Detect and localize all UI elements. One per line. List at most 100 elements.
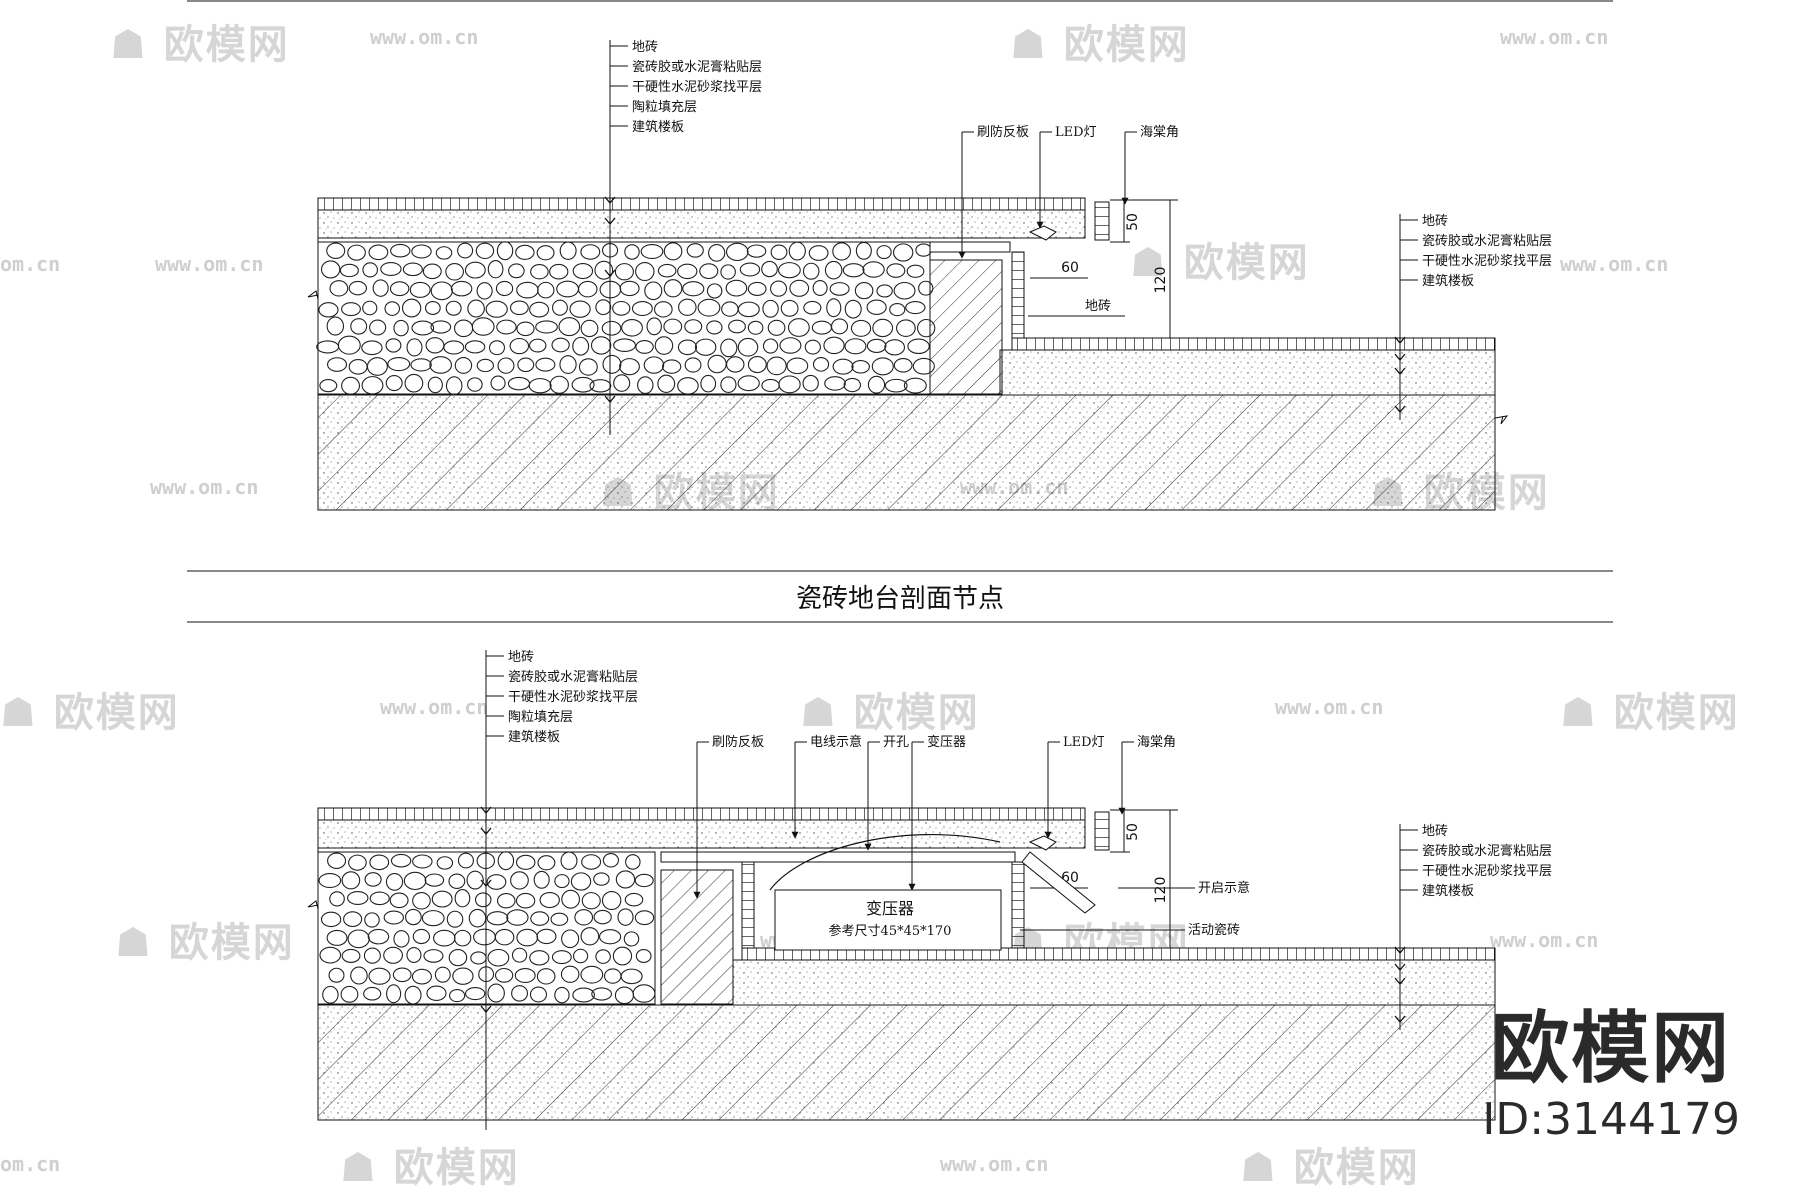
pebble <box>347 891 369 905</box>
pebble <box>537 855 556 871</box>
dim-120: 120 <box>1153 267 1169 294</box>
pebble <box>366 357 388 376</box>
pebble <box>830 318 849 335</box>
pebble <box>393 319 409 337</box>
pebble <box>893 281 916 300</box>
pebble <box>506 909 529 926</box>
pebble <box>475 242 495 260</box>
pebble <box>385 374 403 392</box>
pebble <box>631 300 653 317</box>
pebble <box>678 298 697 316</box>
callout-label: 刷防反板 <box>977 124 1029 140</box>
watermark-url: www.om.cn <box>1490 928 1599 952</box>
layer-marker <box>1394 1015 1406 1024</box>
pebble <box>329 280 349 297</box>
pebble <box>619 280 640 297</box>
watermark-text: ☗ 欧模网 <box>340 1145 520 1191</box>
callout-label: 活动瓷砖 <box>1188 923 1240 938</box>
pebble <box>435 246 453 260</box>
pebble <box>580 927 600 946</box>
pebble <box>404 985 422 1005</box>
pebble <box>602 354 622 374</box>
pebble <box>348 854 367 871</box>
layer-label: 地砖 <box>632 40 658 55</box>
layer-label: 地砖 <box>1422 824 1448 839</box>
pebble <box>494 928 515 946</box>
pebble <box>320 260 341 279</box>
tile-joints <box>1011 337 1496 351</box>
pebble <box>443 340 465 355</box>
pebble <box>511 947 528 963</box>
pebble <box>350 966 368 985</box>
slab-aggregate <box>318 395 1495 510</box>
pebble <box>509 337 530 355</box>
layer-label: 干硬性水泥砂浆找平层 <box>632 80 762 95</box>
pebble <box>411 244 432 259</box>
pebble <box>808 245 829 261</box>
pebble <box>872 318 894 338</box>
pebble <box>497 851 515 871</box>
pebble <box>474 892 492 908</box>
pebble <box>551 299 568 316</box>
pebble <box>614 263 634 281</box>
movable-tile-icon <box>1021 851 1096 914</box>
pebble <box>464 340 486 354</box>
pebble <box>509 300 529 316</box>
pebble <box>598 929 622 945</box>
pebble <box>329 891 345 907</box>
corner-tile <box>1094 811 1110 851</box>
brand-name: 欧模网 <box>1491 1004 1732 1094</box>
watermark-url: www.om.cn <box>380 695 489 719</box>
pebble <box>341 871 361 890</box>
pebble <box>824 260 843 280</box>
pebble <box>907 338 930 355</box>
pebble <box>862 261 885 278</box>
pebble <box>686 243 704 258</box>
pebble <box>635 261 655 282</box>
callout-label: 地砖 <box>1085 299 1111 314</box>
pebble <box>855 241 872 260</box>
pebble <box>405 908 422 926</box>
step-tile-face <box>1011 251 1025 341</box>
pebble <box>429 356 452 374</box>
pebble <box>613 338 637 353</box>
pebble <box>700 374 717 393</box>
pebble <box>829 282 850 296</box>
callout-label: 开启示意 <box>1198 880 1250 896</box>
layer-label: 干硬性水泥砂浆找平层 <box>508 690 638 705</box>
pebble <box>515 892 536 909</box>
pebble <box>450 280 473 297</box>
watermark-text: ☗ 欧模网 <box>1010 22 1190 68</box>
pebble <box>486 874 507 890</box>
pebble <box>554 874 570 889</box>
pebble <box>632 984 656 1003</box>
pebble <box>452 967 474 985</box>
pebble <box>578 358 598 376</box>
pebble <box>747 281 767 296</box>
pebble <box>559 241 577 260</box>
pebble <box>663 242 683 261</box>
pebble <box>677 377 699 395</box>
pebble <box>789 279 810 297</box>
pebble <box>339 263 359 278</box>
watermark-text: ☗ 欧模网 <box>1240 1145 1420 1191</box>
layer-label: 建筑楼板 <box>1422 273 1474 289</box>
pebble <box>570 872 592 891</box>
pebble <box>539 891 560 909</box>
pebble <box>572 336 590 356</box>
pebble <box>682 281 705 297</box>
brand-watermark: 欧模网 ID:3144179 <box>1482 1010 1740 1145</box>
pebble <box>485 300 508 318</box>
pebble <box>404 373 424 393</box>
layer-marker <box>604 196 616 205</box>
pebble <box>368 244 389 261</box>
pebble <box>770 244 788 260</box>
pebble <box>511 985 529 1002</box>
watermark-url: www.om.cn <box>1500 25 1609 49</box>
pebble <box>559 355 577 374</box>
pebble <box>842 263 865 278</box>
pebble <box>767 319 786 336</box>
layer-marker <box>1394 946 1406 955</box>
